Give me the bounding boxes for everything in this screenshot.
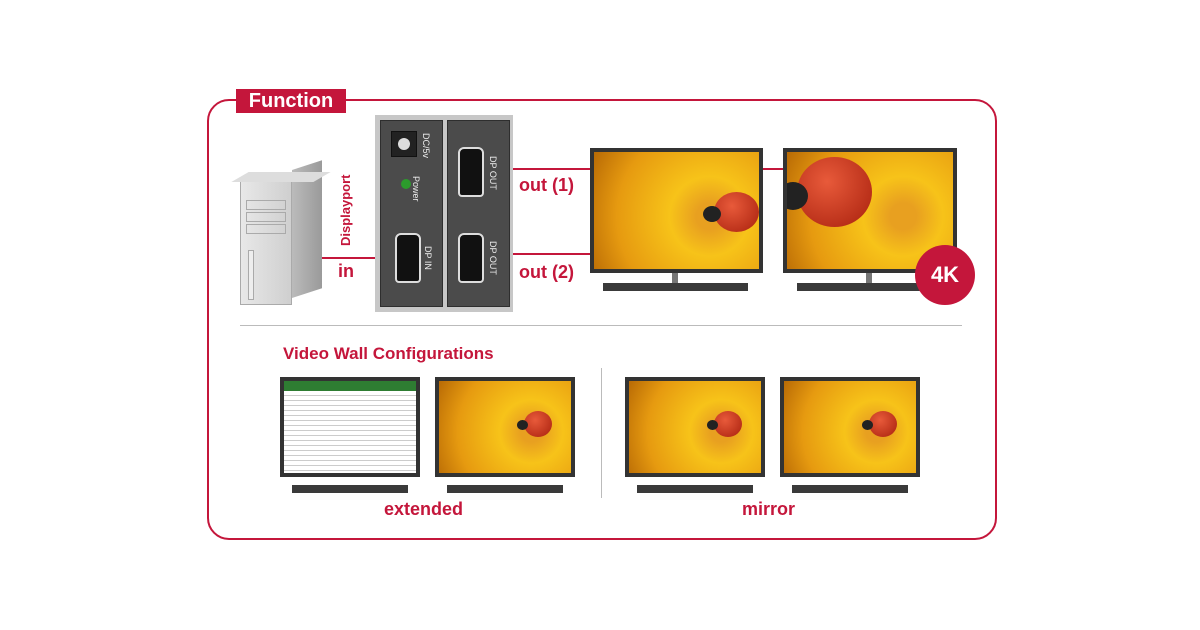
- video-wall-title: Video Wall Configurations: [283, 344, 494, 363]
- output-cable-2: [513, 253, 590, 255]
- dp-out-label-2: DP OUT: [488, 241, 498, 275]
- function-frame: [207, 99, 997, 540]
- dc-jack-icon: [391, 131, 417, 157]
- in-label: in: [338, 261, 354, 281]
- mirror-monitor-2: [780, 377, 920, 477]
- function-title: Function: [236, 89, 346, 113]
- out2-label: out (2): [519, 262, 574, 282]
- dp-in-label: DP IN: [423, 246, 433, 270]
- monitor-1-stand: [603, 283, 748, 291]
- pc-tower-icon: [231, 160, 331, 305]
- power-led-icon: [401, 179, 411, 189]
- monitor-2-stand: [797, 283, 940, 291]
- output-cable-1: [513, 168, 590, 170]
- dc-label: DC/5v: [421, 133, 431, 159]
- dp-splitter-device: DC/5v Power DP IN DP OUT DP OUT: [375, 115, 513, 312]
- 4k-badge: 4K: [915, 245, 975, 305]
- extended-label: extended: [384, 499, 464, 519]
- config-divider: [601, 368, 602, 498]
- dp-out-port-1: [458, 147, 484, 197]
- mirror-label: mirror: [742, 499, 796, 519]
- dp-in-port: [395, 233, 421, 283]
- dp-out-port-2: [458, 233, 484, 283]
- monitor-1: [590, 148, 763, 273]
- extended-monitor-image: [435, 377, 575, 477]
- out1-label: out (1): [519, 175, 574, 195]
- dp-out-label-1: DP OUT: [488, 156, 498, 190]
- input-cable: [322, 257, 377, 259]
- power-label: Power: [411, 176, 421, 202]
- displayport-label: Displayport: [338, 174, 353, 246]
- mirror-monitor-1: [625, 377, 765, 477]
- extended-monitor-spreadsheet: [280, 377, 420, 477]
- section-divider: [240, 325, 962, 326]
- monitor-link: [763, 168, 783, 170]
